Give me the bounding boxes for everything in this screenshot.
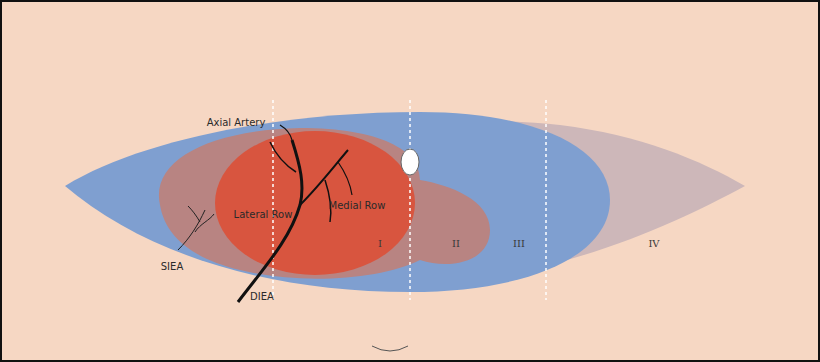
siea-vessel bbox=[178, 210, 205, 250]
lateral-row-vessel bbox=[270, 142, 296, 172]
zone-number: I bbox=[378, 238, 382, 249]
zone-divider bbox=[272, 100, 274, 300]
perforator-branch bbox=[338, 162, 352, 195]
diea-vessel bbox=[238, 140, 302, 302]
zone-divider bbox=[409, 100, 411, 300]
pubic-mark bbox=[372, 346, 408, 351]
vessel-label: SIEA bbox=[161, 261, 183, 272]
medial-row-vessel bbox=[300, 150, 348, 205]
siea-vessel bbox=[188, 206, 200, 222]
siea-vessel bbox=[195, 214, 214, 232]
vessel-label: Lateral Row bbox=[234, 209, 293, 220]
perfusion-lens bbox=[65, 112, 610, 292]
zone-i-region bbox=[215, 131, 415, 275]
vessel-label: Axial Artery bbox=[207, 117, 266, 128]
zone-ii-region bbox=[159, 128, 490, 279]
zone-number: II bbox=[452, 238, 460, 249]
zone-divider bbox=[545, 100, 547, 300]
axial-artery-vessel bbox=[280, 125, 292, 140]
umbilicus bbox=[401, 149, 419, 175]
vessel-label: DIEA bbox=[250, 291, 274, 302]
zone-number: IV bbox=[648, 238, 659, 249]
zone-number: III bbox=[513, 238, 525, 249]
vessel-label: Medial Row bbox=[329, 200, 386, 211]
